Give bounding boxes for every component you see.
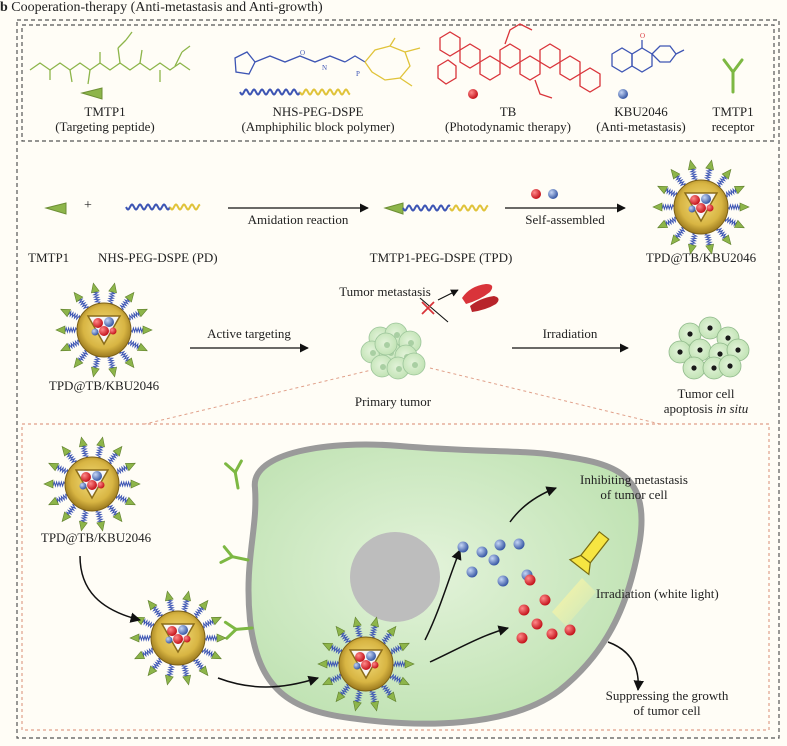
inhibit-line2: of tumor cell xyxy=(600,487,668,502)
irradiation-label: Irradiation xyxy=(542,326,598,341)
cell-particle-label: TPD@TB/KBU2046 xyxy=(40,530,152,545)
nanoparticle-cell-entry xyxy=(43,435,141,533)
inhibit-label: Inhibiting metastasis of tumor cell xyxy=(564,472,704,502)
legend-nhs-name: NHS-PEG-DSPE xyxy=(272,104,364,119)
legend-tmtp1: TMTP1 (Targeting peptide) xyxy=(40,104,170,134)
self-assembled-label: Self-assembled xyxy=(525,212,605,227)
inhibit-arrow xyxy=(509,486,557,523)
legend-receptor-desc: receptor xyxy=(711,119,755,134)
apoptosis-label: Tumor cell apoptosis in situ xyxy=(648,386,764,416)
svg-text:N: N xyxy=(322,64,327,72)
legend-tmtp1-name: TMTP1 xyxy=(84,104,126,119)
tpd-peptide-icon xyxy=(383,202,404,215)
receptor-icon xyxy=(722,58,744,94)
nanoparticle-targeting xyxy=(55,281,153,379)
in-situ-word: in situ xyxy=(716,401,749,416)
cell-detail-frame xyxy=(21,423,770,731)
svg-text:P: P xyxy=(356,70,360,78)
panel-letter: b xyxy=(0,0,8,15)
light-source-icon xyxy=(568,530,610,576)
legend-kbu-desc: (Anti-metastasis) xyxy=(596,119,686,134)
legend-receptor-name: TMTP1 xyxy=(712,104,754,119)
assembly-kbu-dot xyxy=(548,189,558,199)
tb-molecules xyxy=(516,574,576,644)
suppress-line2: of tumor cell xyxy=(633,703,701,718)
plus-sign: + xyxy=(84,198,92,213)
primary-tumor-label: Primary tumor xyxy=(354,394,432,409)
polymer-structure-icon: O N P xyxy=(234,37,421,87)
tb-dot-icon xyxy=(468,89,478,99)
synthesis-pd-label: NHS-PEG-DSPE (PD) xyxy=(98,250,218,265)
figure-header: b Cooperation-therapy (Anti-metastasis a… xyxy=(0,0,323,15)
metastatic-cell-icon xyxy=(462,284,499,312)
kbu-dot-icon xyxy=(618,89,628,99)
entry-arrow xyxy=(79,555,142,623)
figure-title: Cooperation-therapy (Anti-metastasis and… xyxy=(11,0,323,15)
metastasis-arrow xyxy=(437,289,459,301)
assembly-tb-dot xyxy=(531,189,541,199)
legend-receptor: TMTP1 receptor xyxy=(700,104,766,134)
outer-frame xyxy=(16,19,780,739)
kbu-molecules xyxy=(457,538,533,587)
internalize-arrow xyxy=(217,675,320,688)
nanoparticle-product xyxy=(652,158,750,256)
legend-tb-desc: (Photodynamic therapy) xyxy=(445,119,571,134)
light-beam xyxy=(552,578,596,626)
tpd-label: TMTP1-PEG-DSPE (TPD) xyxy=(369,250,513,265)
kbu-structure-icon xyxy=(611,40,685,73)
legend-nhs-desc: (Amphiphilic block polymer) xyxy=(241,119,395,134)
pd-chain-icon xyxy=(125,203,171,211)
active-targeting-label: Active targeting xyxy=(207,326,291,341)
tb-structure-icon xyxy=(437,23,601,99)
zoom-line-right xyxy=(429,367,661,425)
tpd-chain-icon xyxy=(402,204,451,212)
polymer-dspe-icon xyxy=(299,88,351,96)
primary-tumor-icon xyxy=(360,322,426,380)
legend-kbu-name: KBU2046 xyxy=(614,104,668,119)
suppress-label: Suppressing the growth of tumor cell xyxy=(582,688,752,718)
apoptosis-line2: apoptosis in situ xyxy=(648,401,764,416)
membrane-receptor-icon xyxy=(219,459,254,640)
synthesis-peptide-icon xyxy=(44,202,67,215)
targeting-particle-label: TPD@TB/KBU2046 xyxy=(48,378,160,393)
amidation-label: Amidation reaction xyxy=(247,212,349,227)
apoptotic-tumor-icon xyxy=(668,316,750,380)
apoptosis-word: apoptosis xyxy=(663,401,713,416)
tumor-metastasis-label: Tumor metastasis xyxy=(339,284,431,299)
inhibit-line1: Inhibiting metastasis xyxy=(580,472,688,487)
zoom-line-left xyxy=(144,367,381,425)
product-label: TPD@TB/KBU2046 xyxy=(645,250,757,265)
nanoparticle-binding xyxy=(129,589,227,687)
release-tb-arrow xyxy=(429,625,510,663)
metastasis-block-x2 xyxy=(421,301,435,315)
suppress-line1: Suppressing the growth xyxy=(605,688,729,703)
pd-dspe-icon xyxy=(169,203,201,211)
tpd-dspe-icon xyxy=(449,204,489,212)
cell-irradiation-label: Irradiation (white light) xyxy=(596,586,719,601)
release-kbu-arrow xyxy=(424,549,462,641)
legend-tb: TB (Photodynamic therapy) xyxy=(428,104,588,134)
legend-kbu: KBU2046 (Anti-metastasis) xyxy=(586,104,696,134)
kbu-oxygen-label: O xyxy=(640,32,645,40)
cell-nucleus xyxy=(350,532,440,622)
apoptosis-line1: Tumor cell xyxy=(677,386,735,401)
metastasis-pointer xyxy=(419,297,449,323)
legend-tb-name: TB xyxy=(499,104,517,119)
peptide-cone-icon xyxy=(80,87,103,100)
synthesis-tmtp1-label: TMTP1 xyxy=(28,250,70,265)
suppress-arrow xyxy=(607,641,645,692)
legend-tmtp1-desc: (Targeting peptide) xyxy=(55,119,155,134)
peptide-structure-icon xyxy=(29,31,191,85)
polymer-chain-icon xyxy=(239,88,301,96)
legend-nhs: NHS-PEG-DSPE (Amphiphilic block polymer) xyxy=(218,104,418,134)
svg-text:O: O xyxy=(300,49,305,57)
